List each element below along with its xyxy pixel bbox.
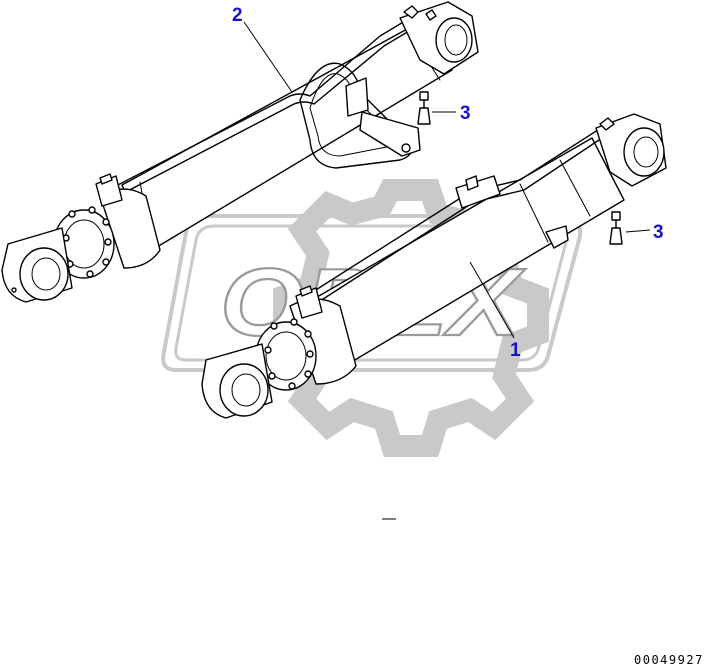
leader-lines (243, 21, 651, 339)
drawing-number: 00049927 (634, 653, 704, 667)
upper-cylinder-assembly (1, 1, 479, 303)
callout-part-3-lower: 3 (653, 222, 664, 243)
callout-part-1: 1 (510, 340, 521, 361)
leader-part-3-lower (625, 229, 651, 233)
leader-part-2 (243, 21, 293, 93)
callout-part-3-upper: 3 (460, 103, 471, 124)
lower-cylinder-assembly (201, 113, 667, 419)
leader-part-1 (469, 261, 515, 339)
callout-part-2: 2 (232, 5, 243, 26)
